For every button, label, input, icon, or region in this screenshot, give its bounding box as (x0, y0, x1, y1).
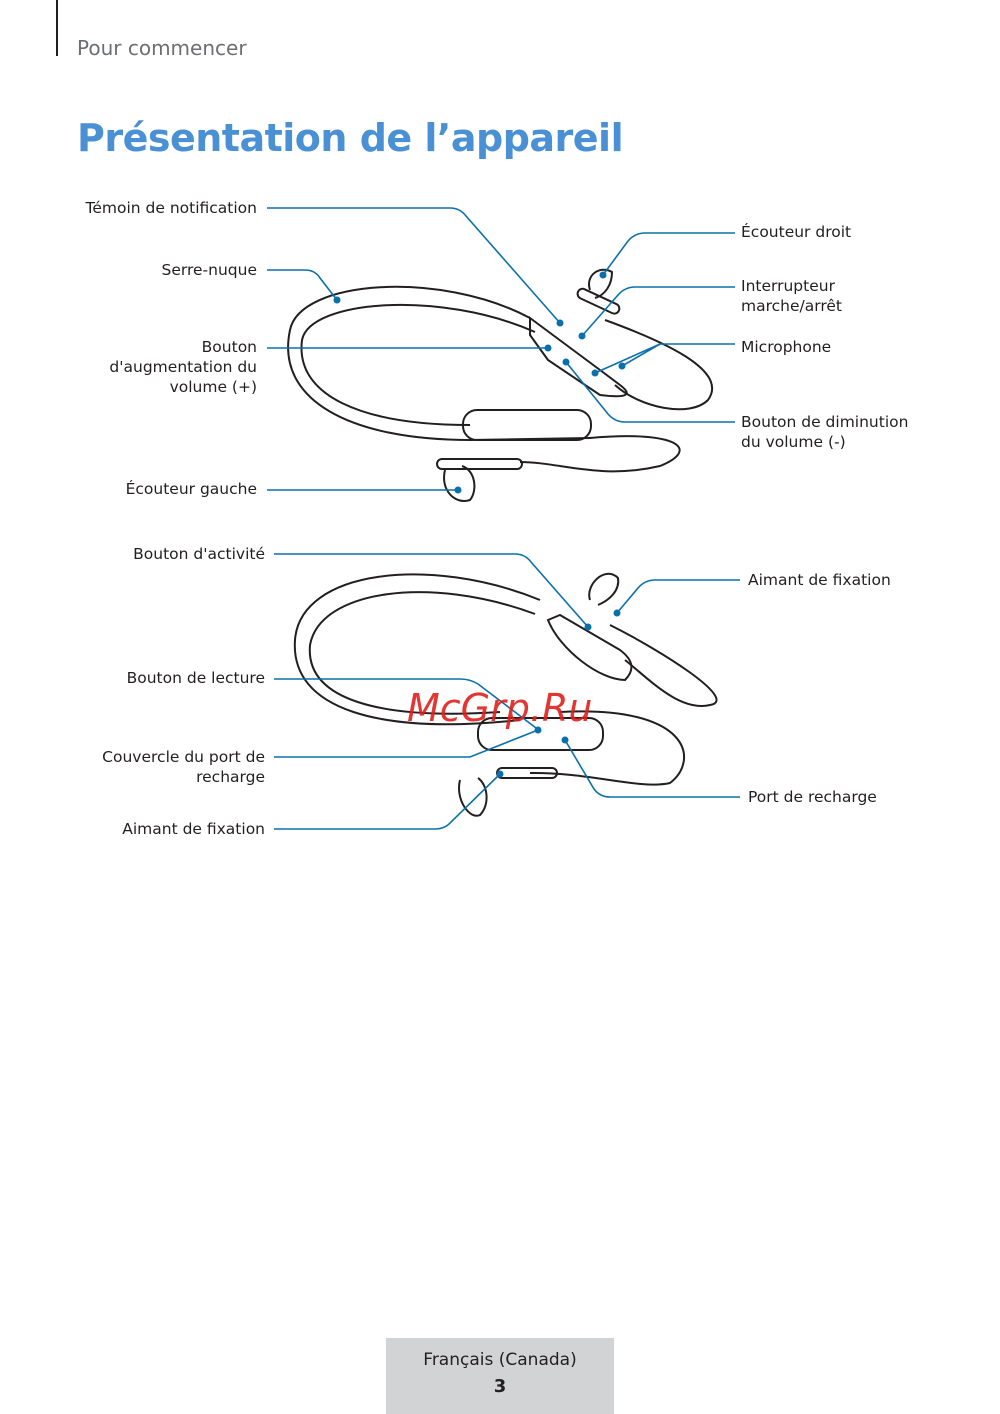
section-divider (56, 0, 58, 56)
label-line: Bouton (201, 338, 257, 356)
footer: Français (Canada) 3 (386, 1338, 614, 1414)
label-magnet-right: Aimant de fixation (748, 571, 891, 589)
label-volume-down: Bouton de diminution du volume (-) (741, 412, 908, 452)
label-activity-button: Bouton d'activité (133, 545, 265, 563)
label-line: Bouton de diminution (741, 413, 909, 431)
label-microphone: Microphone (741, 338, 832, 356)
label-neckband: Serre-nuque (161, 261, 257, 279)
label-line: marche/arrêt (741, 297, 842, 315)
label-power-switch: Interrupteur marche/arrêt (741, 276, 842, 316)
page-number: 3 (493, 1376, 507, 1397)
device-diagram (267, 207, 740, 830)
label-line: volume (+) (169, 378, 257, 396)
label-magnet-left: Aimant de fixation (122, 820, 265, 838)
label-charging-port: Port de recharge (748, 788, 877, 806)
callout-dots (333, 271, 626, 778)
label-line: Couvercle du port de (102, 748, 265, 766)
label-line: d'augmentation du (109, 358, 257, 376)
label-line: Interrupteur (741, 277, 835, 295)
label-right-earbud: Écouteur droit (741, 223, 852, 241)
device-bottom-drawing (293, 572, 718, 817)
leader-lines (267, 207, 740, 830)
label-line: recharge (196, 768, 265, 786)
footer-language: Français (Canada) (423, 1350, 577, 1370)
device-top-drawing (287, 268, 714, 502)
label-notification-light: Témoin de notification (85, 199, 257, 217)
page-title: Présentation de l’appareil (77, 116, 624, 160)
label-port-cover: Couvercle du port de recharge (102, 747, 265, 787)
label-left-earbud: Écouteur gauche (125, 480, 257, 498)
label-play-button: Bouton de lecture (126, 669, 265, 687)
section-name: Pour commencer (77, 36, 247, 60)
label-volume-up: Bouton d'augmentation du volume (+) (109, 337, 257, 397)
label-line: du volume (-) (741, 433, 846, 451)
watermark: McGrp.Ru (407, 686, 593, 730)
